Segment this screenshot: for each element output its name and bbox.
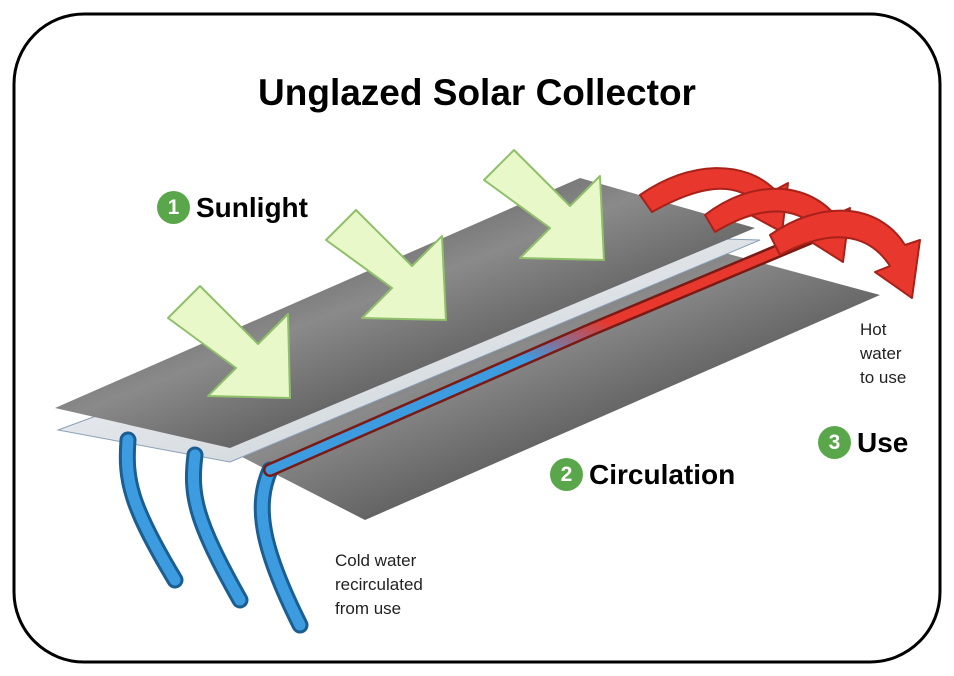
- step-sunlight: 1 Sunlight: [157, 191, 308, 224]
- step-number-badge: 2: [550, 458, 583, 491]
- step-circulation: 2 Circulation: [550, 458, 735, 491]
- step-number-badge: 1: [157, 191, 190, 224]
- hot-water-note: Hot water to use: [860, 318, 906, 390]
- cold-water-pipe-icon: [118, 431, 309, 634]
- note-line: from use: [335, 599, 402, 618]
- step-label: Use: [857, 426, 909, 458]
- cold-water-note: Cold water recirculated from use: [335, 549, 423, 621]
- circulation-pipe: [263, 218, 847, 477]
- hot-flow-arrow-icon: [639, 167, 921, 299]
- note-line: recirculated: [335, 575, 423, 594]
- note-line: Cold water: [335, 551, 417, 570]
- note-line: Hot: [860, 320, 887, 339]
- note-line: water: [860, 344, 902, 363]
- step-use: 3 Use: [818, 426, 908, 459]
- note-line: to use: [860, 368, 907, 387]
- absorber-plate: [170, 230, 880, 520]
- step-label: Circulation: [589, 458, 736, 490]
- step-number-badge: 3: [818, 426, 851, 459]
- diagram-title: Unglazed Solar Collector: [258, 72, 696, 113]
- sunlight-arrow-icon: [167, 149, 605, 399]
- step-label: Sunlight: [196, 191, 308, 223]
